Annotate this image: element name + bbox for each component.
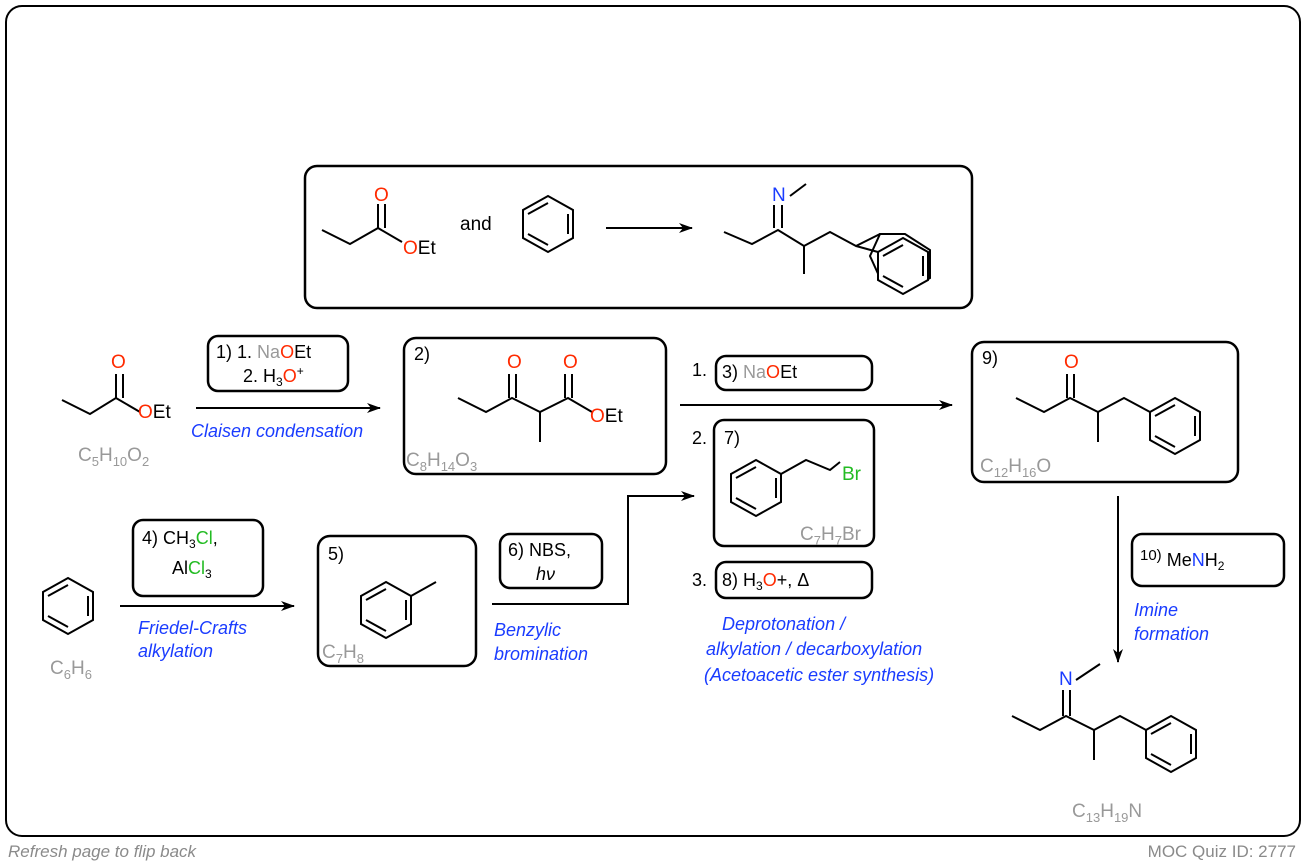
reagent-box-8 [714, 560, 874, 600]
betaketo-o-ketone: O [507, 352, 522, 373]
product-box-7 [712, 418, 876, 548]
step-label-2: 2) [414, 344, 430, 364]
step-label-9: 9) [982, 348, 998, 368]
quiz-id: MOC Quiz ID: 2777 [1147, 842, 1296, 861]
summary-box: O OEt and N [303, 164, 974, 310]
reaction-name-benzylic-2: bromination [494, 644, 588, 664]
summary-ester-oet: OEt [403, 238, 436, 259]
step-label-7: 7) [724, 428, 740, 448]
ketone-structure [1015, 374, 1201, 456]
reagent-7-prefix: 2. [692, 428, 707, 448]
product-box-2 [402, 336, 668, 476]
reagent-3-text: 3) NaOEt [722, 362, 797, 382]
product-box-9 [970, 340, 1240, 484]
flip-back-hint: Refresh page to flip back [8, 842, 197, 861]
reagent-1-line1: 1) 1. NaOEt [216, 342, 311, 362]
betaketo-oet: OEt [590, 406, 623, 427]
summary-ester-structure [321, 204, 403, 246]
toluene-structure [360, 580, 437, 640]
summary-ester-o-carbonyl: O [374, 185, 389, 206]
reaction-name-benzylic-1: Benzylic [494, 620, 561, 640]
benzene-structure [42, 576, 94, 636]
betaketo-formula: C8H14O3 [406, 450, 477, 474]
reagent-box-10 [1130, 532, 1286, 588]
summary-imine-ring [855, 236, 929, 296]
betaketo-o-ester: O [563, 352, 578, 373]
reaction-name-claisen: Claisen condensation [191, 421, 363, 441]
reagent-3-prefix: 1. [692, 360, 707, 380]
summary-imine-n: N [772, 185, 786, 206]
ester-oet: OEt [138, 402, 171, 423]
imine-formula: C13H19N [1072, 801, 1142, 825]
ester-formula: C5H10O2 [78, 445, 149, 469]
ketone-o: O [1064, 352, 1079, 373]
reagent-box-1 [206, 334, 350, 393]
benzylbromide-formula: C7H7Br [800, 524, 862, 548]
reagent-8-text: 8) H3O+, Δ [722, 570, 809, 593]
reaction-name-friedel-1: Friedel-Crafts [138, 618, 247, 638]
reagent-box-6 [498, 532, 604, 590]
reagent-4-line2: AlCl3 [172, 558, 212, 581]
reagent-10-text: 10) MeNH2 [1140, 547, 1225, 573]
reaction-name-imine-1: Imine [1134, 600, 1178, 620]
imine-n: N [1059, 669, 1073, 690]
product-box-5 [316, 534, 478, 668]
reagent-1-line2: 2. H3O+ [243, 364, 304, 389]
reaction-name-deprotonation-2: alkylation / decarboxylation [706, 639, 922, 659]
reaction-name-imine-2: formation [1134, 624, 1209, 644]
reaction-name-deprotonation-3: (Acetoacetic ester synthesis) [704, 665, 934, 685]
ester-structure [61, 374, 141, 416]
reagent-box-3 [714, 354, 874, 392]
reagent-6-line1: 6) NBS, [508, 540, 571, 560]
benzylbromide-structure [730, 458, 841, 518]
reagent-4-line1: 4) CH3Cl, [142, 528, 218, 551]
ketone-formula: C12H16O [980, 456, 1051, 480]
card-frame [5, 5, 1301, 837]
ester-o-carbonyl: O [111, 352, 126, 373]
imine-structure [1011, 663, 1197, 774]
reagent-6-line2: hν [536, 564, 555, 584]
arrow-6 [492, 491, 695, 605]
betaketo-structure [457, 374, 593, 442]
summary-and-label: and [460, 214, 492, 235]
reaction-name-deprotonation-1: Deprotonation / [722, 614, 847, 634]
reaction-name-friedel-2: alkylation [138, 641, 213, 661]
summary-benzene-structure [522, 194, 574, 254]
reagent-8-prefix: 3. [692, 570, 707, 590]
toluene-formula: C7H8 [322, 642, 364, 666]
reagent-box-4 [131, 518, 265, 598]
benzene-formula: C6H6 [50, 658, 92, 682]
step-label-5: 5) [328, 544, 344, 564]
benzylbromide-br: Br [842, 464, 862, 485]
